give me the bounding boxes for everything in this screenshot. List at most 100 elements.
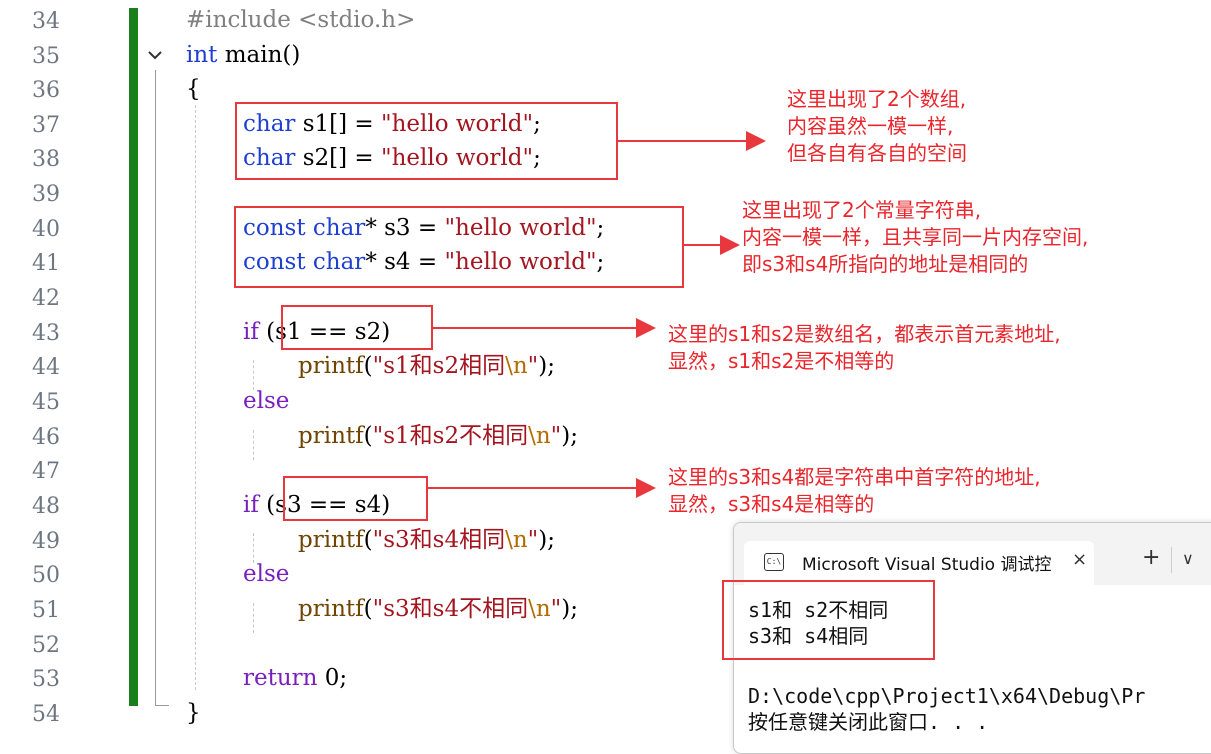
code-line-35: int main() (186, 38, 300, 72)
highlight-box-s3-s4 (283, 476, 428, 521)
escape-sequence: \n (505, 353, 528, 379)
string-literal: " (527, 527, 539, 553)
line-number: 51 (32, 598, 60, 623)
code-text: ); (538, 353, 555, 379)
line-number: 48 (32, 494, 60, 519)
line-number: 44 (32, 355, 60, 380)
code-text: ); (561, 423, 578, 449)
string-literal: " (550, 596, 562, 622)
string-literal: " (550, 423, 562, 449)
line-number: 53 (32, 667, 60, 692)
code-text: { (186, 76, 201, 102)
code-line-53: return 0; (243, 661, 347, 695)
string-literal: "hello world" (381, 111, 534, 137)
code-text: (s1 == s2) (258, 319, 391, 345)
string-literal: "hello world" (381, 145, 534, 171)
highlight-box-arrays (235, 102, 618, 180)
function-name: printf (298, 423, 364, 449)
console-output-line: s1和 s2不相同 (748, 598, 889, 622)
console-tab[interactable]: C:\ Microsoft Visual Studio 调试控 × (744, 541, 1094, 585)
line-number: 54 (32, 702, 60, 727)
code-line-46: printf("s1和s2不相同\n"); (298, 419, 578, 453)
keyword: if (243, 319, 259, 345)
fold-chevron-icon[interactable] (146, 46, 164, 64)
console-tab-bar: C:\ Microsoft Visual Studio 调试控 × + ∨ (734, 523, 1211, 585)
scope-guide (155, 70, 156, 706)
string-literal: "s1和s2相同 (372, 353, 506, 379)
code-text: ( (363, 423, 373, 449)
line-number: 35 (32, 44, 60, 69)
string-literal: "s3和s4相同 (372, 527, 506, 553)
line-number: 43 (32, 321, 60, 346)
change-tracking-bar (129, 8, 138, 706)
function-name: printf (298, 527, 364, 553)
indent-guide (253, 360, 254, 390)
console-tab-title: Microsoft Visual Studio 调试控 (802, 555, 1052, 575)
annotation-s3-s4: 这里的s3和s4都是字符串中首字符的地址, 显然，s3和s4是相等的 (668, 465, 1041, 516)
keyword: char (243, 111, 296, 137)
code-text: } (186, 700, 201, 726)
highlight-box-console-output (722, 580, 935, 660)
code-line-38: char s2[] = "hello world"; (243, 141, 541, 175)
escape-sequence: \n (528, 423, 551, 449)
code-text: main() (217, 42, 301, 68)
keyword: else (243, 561, 290, 587)
code-text: ); (538, 527, 555, 553)
console-path-line: D:\code\cpp\Project1\x64\Debug\Pr (748, 684, 1146, 708)
keyword: const (243, 215, 306, 241)
console-app-icon: C:\ (764, 553, 784, 571)
console-output-line: s3和 s4相同 (748, 624, 869, 648)
keyword: return (243, 665, 318, 691)
line-number: 47 (32, 459, 60, 484)
code-line-36: { (186, 72, 201, 106)
code-text: ( (363, 353, 373, 379)
chevron-down-icon[interactable]: ∨ (1182, 549, 1194, 568)
line-number: 49 (32, 529, 60, 554)
escape-sequence: \n (505, 527, 528, 553)
highlight-box-const-strings (234, 206, 684, 288)
code-line-37: char s1[] = "hello world"; (243, 107, 541, 141)
indent-guide (253, 430, 254, 460)
code-text: * s3 = (365, 215, 445, 241)
code-text: ; (533, 111, 541, 137)
string-literal: " (527, 353, 539, 379)
code-text: ; (533, 145, 541, 171)
code-text: 0; (317, 665, 348, 691)
keyword: char (305, 215, 366, 241)
highlight-box-s1-s2 (281, 305, 433, 350)
keyword: char (243, 145, 296, 171)
debug-console-window: C:\ Microsoft Visual Studio 调试控 × + ∨ s1… (733, 522, 1211, 754)
code-line-41: const char* s4 = "hello world"; (243, 245, 604, 279)
code-text: ; (596, 215, 605, 241)
close-tab-icon[interactable]: × (1072, 549, 1088, 570)
annotation-const-strings: 这里出现了2个常量字符串, 内容一模一样，且共享同一片内存空间, 即s3和s4所… (742, 198, 1089, 276)
line-number: 45 (32, 390, 60, 415)
keyword: char (305, 249, 366, 275)
code-line-45: else (243, 384, 289, 418)
line-number: 42 (32, 286, 60, 311)
code-line-34: #include <stdio.h> (186, 3, 415, 37)
indent-guide (253, 603, 254, 633)
scope-guide-end (155, 705, 169, 706)
indent-guide (195, 105, 196, 690)
code-line-51: printf("s3和s4不相同\n"); (298, 592, 578, 626)
code-text: s2[] = (295, 145, 381, 171)
tab-divider (1171, 547, 1172, 573)
code-line-54: } (186, 696, 201, 730)
line-number: 39 (32, 182, 60, 207)
line-number: 40 (32, 217, 60, 242)
line-number: 52 (32, 633, 60, 658)
new-tab-icon[interactable]: + (1142, 545, 1161, 570)
code-text: ( (363, 596, 373, 622)
function-name: printf (298, 596, 364, 622)
line-number: 36 (32, 78, 60, 103)
code-text: ); (561, 596, 578, 622)
code-text: ( (363, 527, 373, 553)
keyword: int (186, 42, 218, 68)
escape-sequence: \n (528, 596, 551, 622)
code-line-44: printf("s1和s2相同\n"); (298, 349, 555, 383)
annotation-arrays: 这里出现了2个数组, 内容虽然一模一样, 但各自有各自的空间 (787, 87, 967, 165)
string-literal: "s3和s4不相同 (372, 596, 529, 622)
indent-guide (253, 533, 254, 563)
